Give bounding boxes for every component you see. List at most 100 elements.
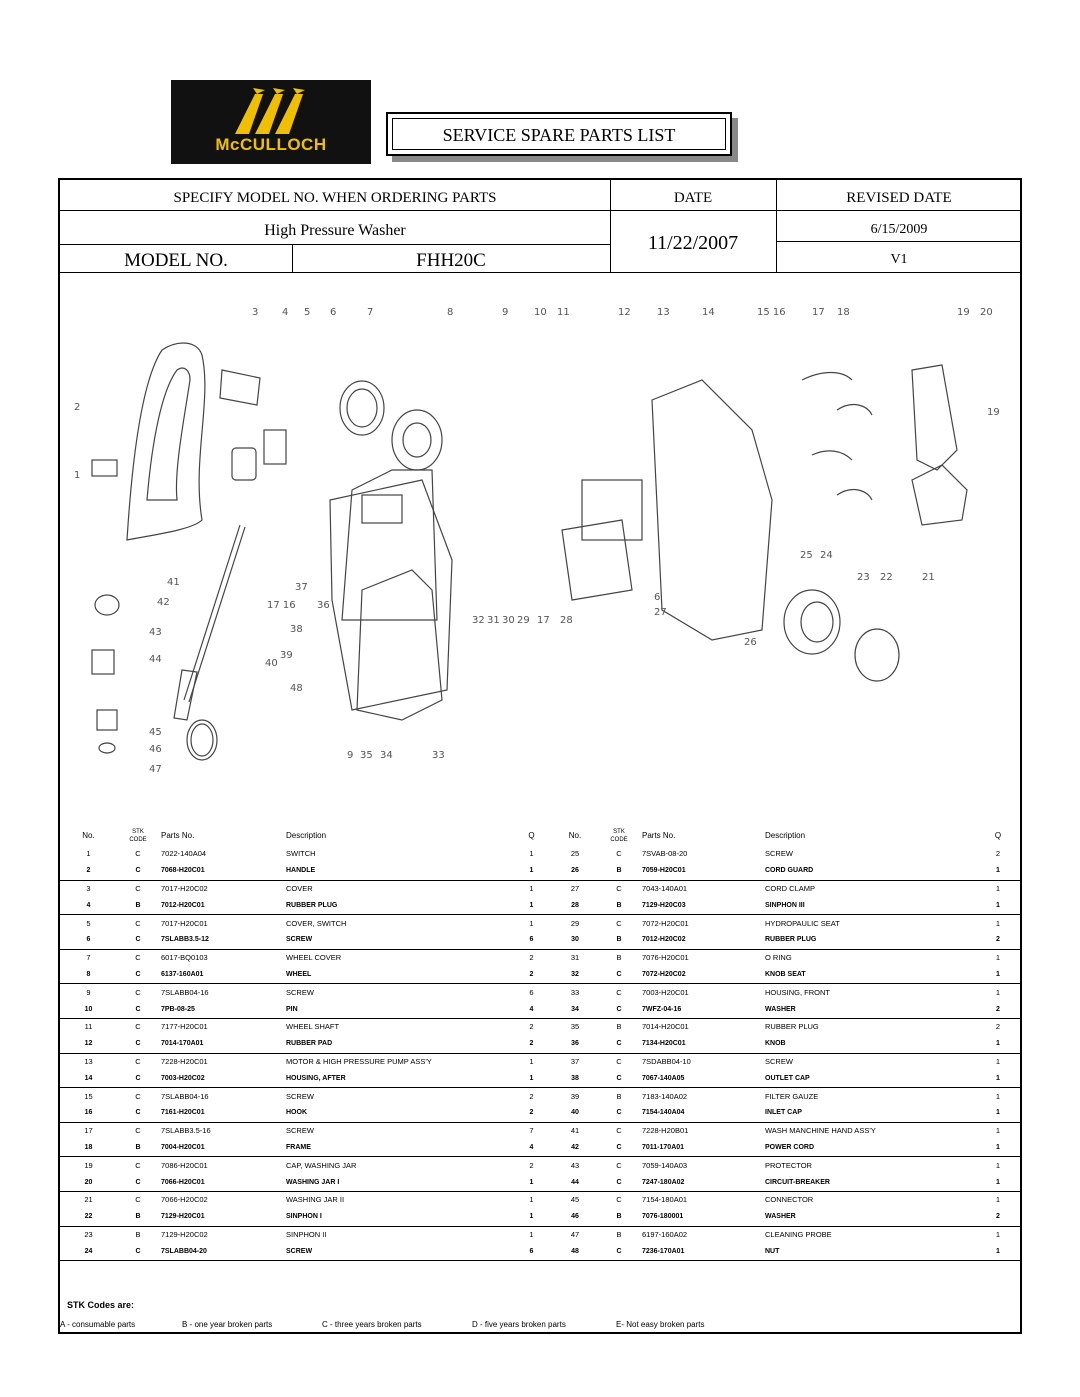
- stk-code-d: D - five years broken parts: [472, 1320, 566, 1329]
- cell-no: 9: [86, 987, 91, 997]
- col-no-2: No.: [568, 831, 582, 840]
- date-value: 11/22/2007: [647, 232, 739, 254]
- col-q: Q: [528, 831, 535, 840]
- cell-q: 1: [996, 1143, 1000, 1151]
- cell-description: HYDROPAULIC SEAT: [765, 918, 840, 928]
- cell-no: 30: [571, 936, 579, 944]
- cell-stk-code: C: [616, 1160, 622, 1170]
- cell-parts-no: 6197-160A02: [642, 1229, 688, 1239]
- cell-no: 45: [570, 1195, 580, 1205]
- cell-stk-code: B: [616, 1229, 622, 1239]
- cell-no: 7: [86, 953, 91, 963]
- cell-q: 1: [996, 867, 1000, 875]
- svg-text:40: 40: [265, 658, 278, 669]
- cell-parts-no: 7247-180A02: [642, 1178, 685, 1186]
- cell-no: 26: [571, 867, 579, 875]
- cell-no: 13: [84, 1056, 93, 1066]
- cell-q: 2: [529, 953, 534, 963]
- svg-text:45: 45: [149, 727, 162, 738]
- cell-q: 1: [995, 1160, 1001, 1170]
- cell-parts-no: 7SLABB3.5-16: [161, 1126, 211, 1136]
- cell-parts-no: 7017-H20C02: [161, 883, 208, 893]
- cell-q: 2: [529, 1091, 534, 1101]
- stk-code-c: C - three years broken parts: [322, 1320, 422, 1329]
- cell-description: O RING: [765, 953, 792, 963]
- cell-stk-code: C: [135, 936, 141, 944]
- cell-no: 29: [570, 918, 580, 928]
- svg-text:48: 48: [290, 683, 303, 694]
- svg-text:46: 46: [149, 744, 162, 755]
- cell-q: 1: [529, 849, 534, 859]
- svg-text:32: 32: [472, 615, 485, 626]
- cell-q: 1: [995, 918, 1001, 928]
- svg-text:26: 26: [744, 637, 757, 648]
- svg-text:30: 30: [502, 615, 515, 626]
- stk-codes-title: STK Codes are:: [67, 1300, 135, 1310]
- svg-text:22: 22: [880, 572, 893, 583]
- cell-stk-code: B: [616, 1022, 622, 1032]
- svg-text:12: 12: [618, 307, 631, 318]
- cell-no: 42: [571, 1143, 579, 1151]
- svg-text:8: 8: [447, 307, 453, 318]
- svg-text:1: 1: [74, 470, 80, 481]
- svg-text:31: 31: [487, 615, 500, 626]
- cell-no: 27: [570, 883, 580, 893]
- cell-no: 47: [570, 1229, 580, 1239]
- cell-q: 1: [529, 1229, 534, 1239]
- cell-parts-no: 7014-H20C01: [642, 1022, 689, 1032]
- cell-q: 1: [995, 1229, 1001, 1239]
- cell-parts-no: 7017-H20C01: [161, 918, 208, 928]
- svg-text:9: 9: [347, 750, 353, 761]
- cell-description: WASHER: [765, 1213, 796, 1221]
- cell-q: 1: [995, 883, 1001, 893]
- cell-description: COVER: [286, 883, 313, 893]
- cell-parts-no: 7SLABB3.5-12: [161, 936, 209, 944]
- cell-description: RUBBER PLUG: [286, 901, 338, 909]
- cell-parts-no: 7134-H20C01: [642, 1040, 686, 1048]
- cell-parts-no: 7011-170A01: [642, 1143, 685, 1151]
- cell-parts-no: 7076-180001: [642, 1213, 684, 1221]
- svg-text:33: 33: [432, 750, 445, 761]
- svg-text:28: 28: [560, 615, 573, 626]
- cell-q: 1: [995, 1091, 1001, 1101]
- cell-description: SCREW: [286, 1247, 313, 1255]
- cell-no: 8: [86, 970, 91, 978]
- cell-parts-no: 7161-H20C01: [161, 1109, 205, 1117]
- cell-stk-code: C: [616, 987, 622, 997]
- cell-parts-no: 7004-H20C01: [161, 1143, 205, 1151]
- svg-text:41: 41: [167, 577, 180, 588]
- cell-description: CIRCUIT-BREAKER: [765, 1178, 830, 1186]
- cell-q: 1: [995, 1056, 1001, 1066]
- cell-description: WASH MANCHINE HAND ASS'Y: [765, 1126, 876, 1136]
- cell-q: 2: [529, 1109, 534, 1117]
- cell-stk-code: B: [616, 867, 622, 875]
- cell-description: RUBBER PLUG: [765, 1022, 819, 1032]
- revised-date-value: 6/15/2009: [870, 222, 928, 237]
- cell-no: 44: [571, 1178, 579, 1186]
- cell-no: 25: [570, 849, 580, 859]
- cell-description: COVER, SWITCH: [286, 918, 347, 928]
- mcculloch-m-mark-icon: [235, 88, 305, 134]
- cell-q: 1: [529, 901, 534, 909]
- cell-q: 2: [529, 1160, 534, 1170]
- svg-text:44: 44: [149, 654, 162, 665]
- cell-description: PROTECTOR: [765, 1160, 812, 1170]
- cell-no: 37: [570, 1056, 580, 1066]
- date-label: DATE: [673, 190, 713, 206]
- svg-text:15 16: 15 16: [757, 307, 786, 318]
- cell-description: SCREW: [286, 1126, 314, 1136]
- cell-q: 2: [995, 1022, 1001, 1032]
- part-label-3: 3: [252, 307, 258, 318]
- cell-parts-no: 7183-140A02: [642, 1091, 688, 1101]
- cell-q: 4: [529, 1005, 534, 1013]
- cell-q: 2: [995, 849, 1001, 859]
- svg-text:6: 6: [654, 592, 660, 603]
